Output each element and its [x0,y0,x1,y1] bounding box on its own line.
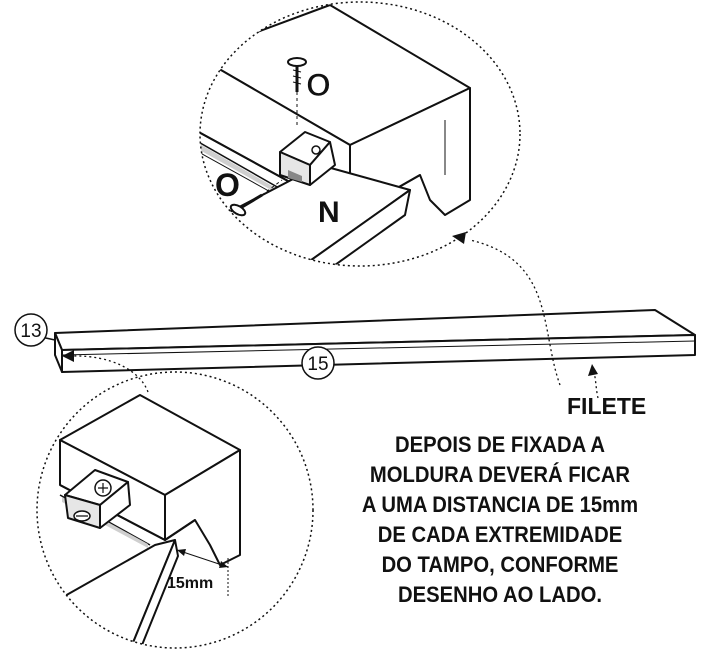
filete-label: FILETE [567,393,646,419]
part-15-label: 15 [307,354,328,375]
bracket-n [279,131,336,186]
arrow-to-top-detail [452,232,466,244]
arrow-filete [588,364,598,376]
instruction-line-6: DESENHO AO LADO. [398,582,602,607]
arrow-to-bottom-detail [62,350,74,362]
label-screw-left: O [215,167,240,203]
instruction-line-4: DE CADA EXTREMIDADE [377,522,623,547]
molding-long-view [17,309,696,373]
leader-to-top-detail [469,239,561,386]
label-bracket: N [318,196,340,229]
top-detail-circle [199,1,521,267]
part-13-callout: 13 [14,313,48,347]
top-detail-view [199,1,521,267]
label-screw-top: O [306,67,331,103]
instruction-line-1: DEPOIS DE FIXADA A [395,432,605,457]
distance-label: 15mm [167,575,213,592]
instruction-line-5: DO TAMPO, CONFORME [381,552,619,577]
screw-left [229,179,283,217]
instruction-line-2: MOLDURA DEVERÁ FICAR [369,462,631,487]
bottom-bracket [64,469,131,529]
bottom-detail-view [36,371,314,649]
bottom-detail-circle [36,371,314,649]
instruction-note: DEPOIS DE FIXADA A MOLDURA DEVERÁ FICAR … [316,430,684,610]
screw-top [287,57,307,128]
part-15-callout: 15 [301,346,335,380]
instruction-line-3: A UMA DISTANCIA DE 15mm [361,492,639,517]
part-13-label: 13 [20,321,41,342]
